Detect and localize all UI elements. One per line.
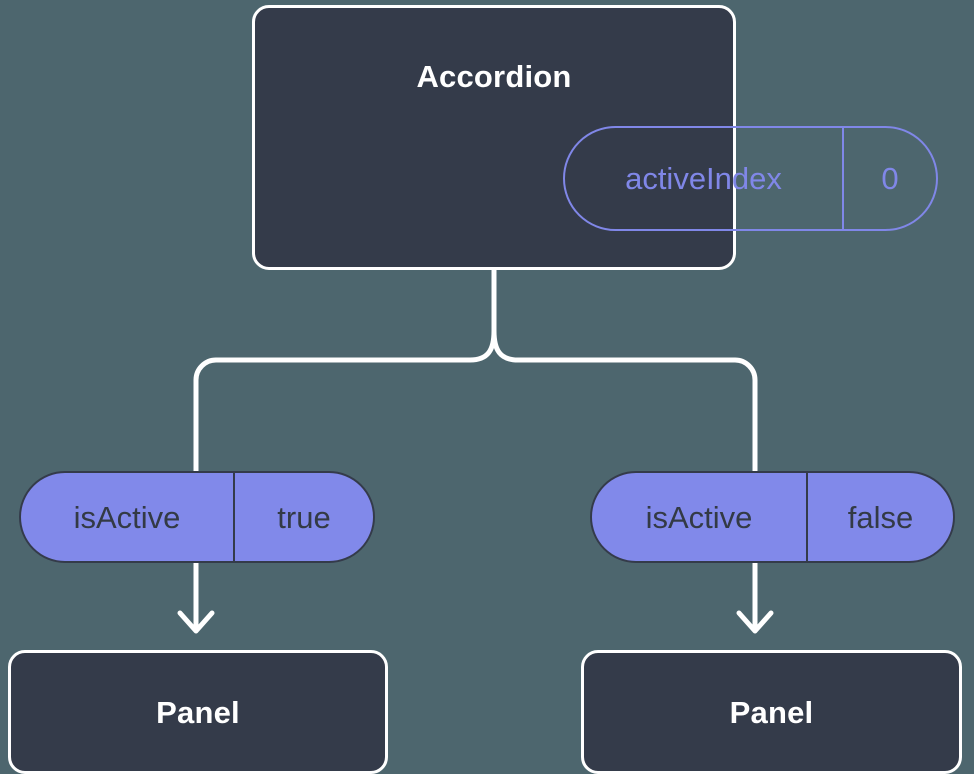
arrow-head-left-icon [177, 610, 215, 634]
connector-brace-right [491, 328, 758, 474]
prop-pill-isactive-true-key: isActive [73, 499, 181, 535]
connector-brace-left [193, 328, 497, 474]
prop-pill-isactive-false[interactable]: isActive false [590, 471, 955, 563]
node-accordion-title: Accordion [416, 59, 572, 94]
prop-pill-isactive-false-value: false [806, 473, 953, 561]
node-panel-left[interactable]: Panel [8, 650, 388, 774]
state-pill-activeindex-value: 0 [842, 128, 936, 229]
prop-pill-isactive-true-value: true [233, 473, 373, 561]
node-panel-right-title: Panel [729, 694, 814, 730]
prop-pill-isactive-false-key: isActive [645, 499, 753, 535]
node-panel-left-title: Panel [156, 694, 240, 730]
arrow-head-right-icon [736, 610, 774, 634]
state-pill-activeindex[interactable]: activeIndex 0 [563, 126, 938, 231]
state-pill-activeindex-key: activeIndex [625, 161, 782, 196]
node-panel-right[interactable]: Panel [581, 650, 962, 774]
node-accordion[interactable]: Accordion activeIndex 0 [252, 5, 938, 270]
prop-pill-isactive-true[interactable]: isActive true [19, 471, 375, 563]
